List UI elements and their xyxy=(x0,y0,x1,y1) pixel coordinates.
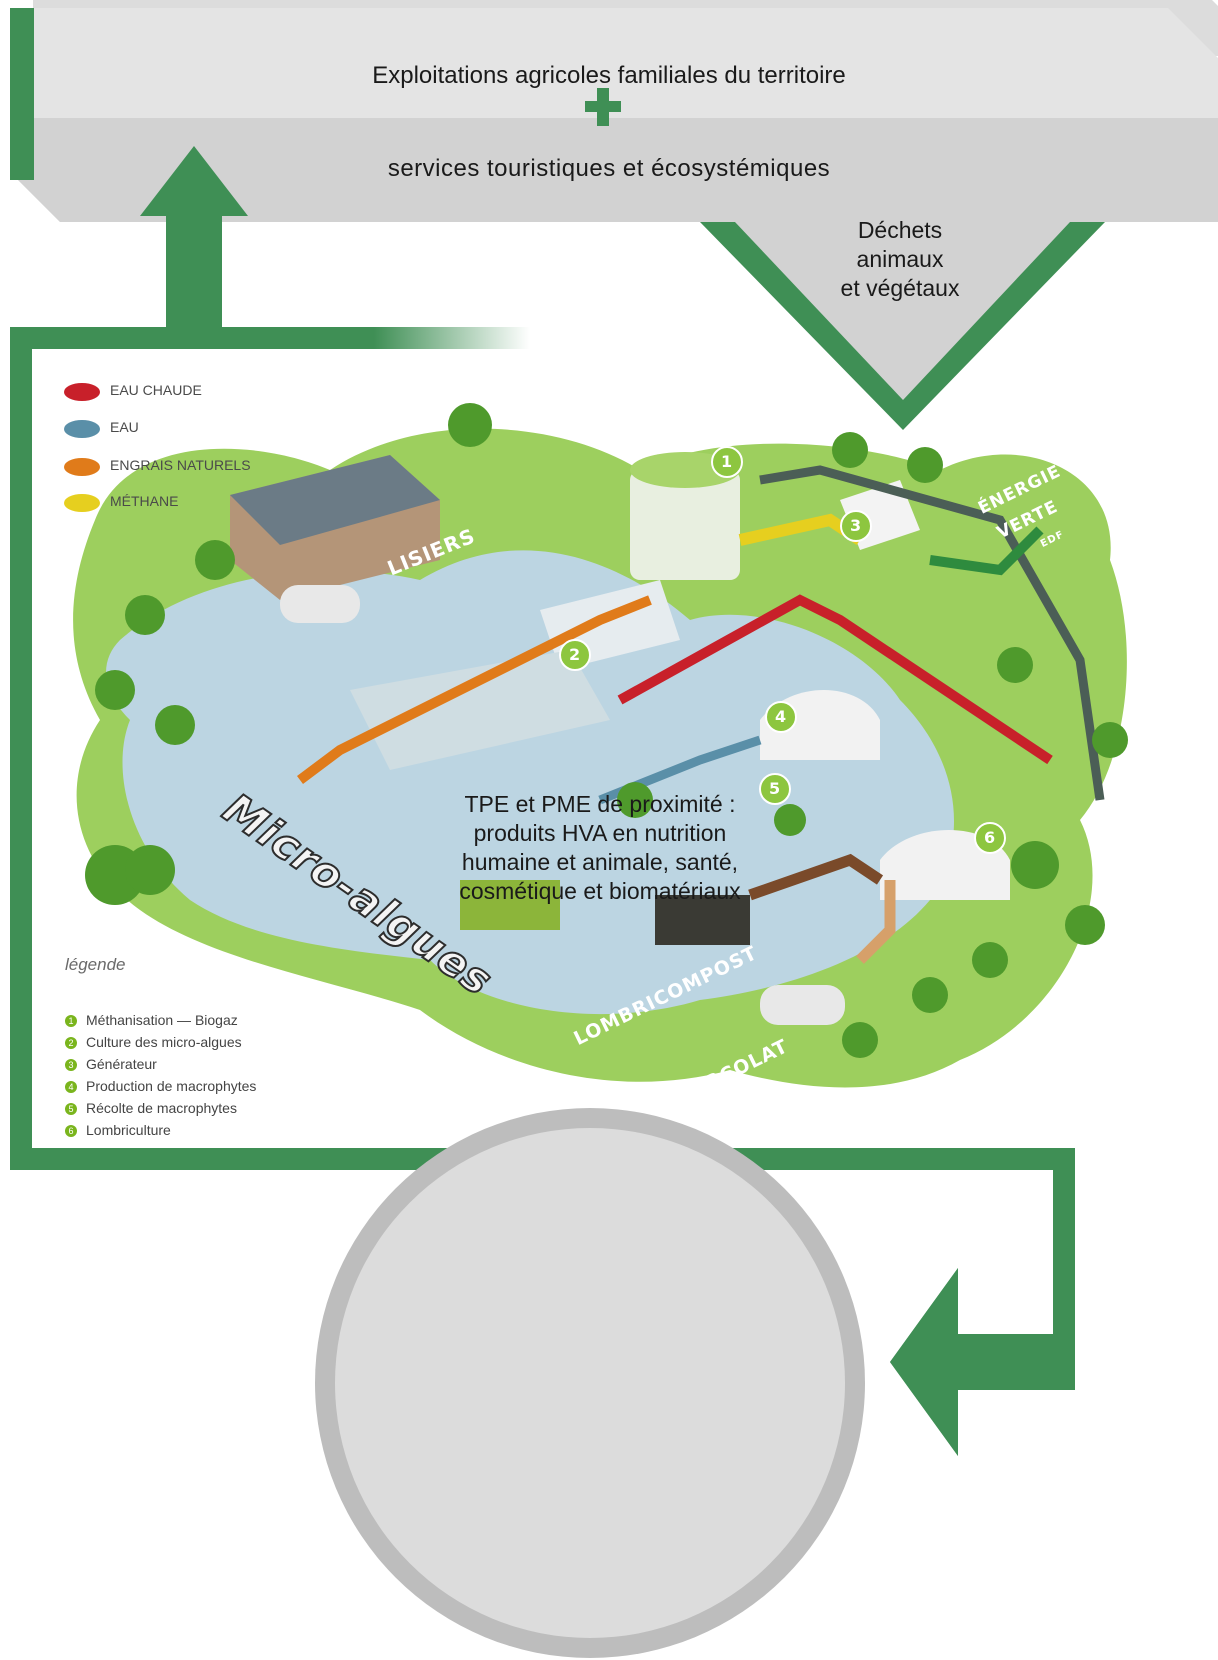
step-item: 6 Lombriculture xyxy=(65,1122,171,1138)
hot-water-swatch xyxy=(64,383,100,401)
fertilizer-swatch xyxy=(64,458,100,476)
hva-products-text: TPE et PME de proximité : produits HVA e… xyxy=(459,791,741,904)
step-item: 4 Production de macrophytes xyxy=(65,1078,256,1094)
top-banner xyxy=(10,0,1218,222)
legend-label: MÉTHANE xyxy=(110,493,179,509)
legend-label: EAU xyxy=(110,419,139,435)
frame-right-drop xyxy=(1053,1148,1075,1378)
dark-truck xyxy=(655,895,750,945)
marker-3: 3 xyxy=(850,516,863,535)
tanker-truck-lower xyxy=(760,985,845,1025)
step-number: 2 xyxy=(65,1037,77,1049)
digester-tank xyxy=(630,470,740,580)
tanker-truck-upper xyxy=(280,585,360,623)
step-label: Production de macrophytes xyxy=(86,1078,257,1094)
legend-label: EAU CHAUDE xyxy=(110,382,202,398)
step-item: 2 Culture des micro-algues xyxy=(65,1034,242,1050)
hot-water-pipe xyxy=(617,594,1053,765)
step-number: 6 xyxy=(65,1125,77,1137)
step-label: Culture des micro-algues xyxy=(86,1034,242,1050)
step-number: 1 xyxy=(65,1015,77,1027)
step-number: 4 xyxy=(65,1081,77,1093)
marker-2: 2 xyxy=(569,645,582,664)
step-label: Méthanisation — Biogaz xyxy=(86,1012,238,1028)
step-label: Lombriculture xyxy=(86,1122,171,1138)
greenhouse xyxy=(350,650,610,770)
percolate-arrow xyxy=(856,880,896,964)
banner-dark-band xyxy=(10,118,1218,222)
water-swatch xyxy=(64,420,100,438)
step-item: 5 Récolte de macrophytes xyxy=(65,1100,237,1116)
methane-swatch xyxy=(64,494,100,512)
legend-label: ENGRAIS NATURELS xyxy=(110,457,251,473)
step-item: 1 Méthanisation — Biogaz xyxy=(65,1012,238,1028)
facility-illustration xyxy=(73,403,1128,1088)
step-label: Récolte de macrophytes xyxy=(86,1100,237,1116)
banner-subtitle: services touristiques et écosystémiques xyxy=(387,155,831,182)
step-label: Générateur xyxy=(86,1056,157,1072)
frame-left xyxy=(10,327,32,1167)
marker-6: 6 xyxy=(984,828,997,847)
marker-4: 4 xyxy=(775,707,788,726)
frame-top-gradient xyxy=(10,327,530,349)
step-number: 3 xyxy=(65,1059,77,1071)
legend-title: légende xyxy=(65,955,126,974)
hva-circle xyxy=(335,1128,845,1638)
step-markers xyxy=(559,446,1006,854)
marker-5: 5 xyxy=(769,779,782,798)
compost-arrow xyxy=(748,853,884,901)
fertilizer-pipe xyxy=(297,595,652,784)
grid-pipe xyxy=(759,465,1105,801)
banner-left-green-edge xyxy=(10,8,34,180)
trees xyxy=(85,403,1128,1058)
banner-title: Exploitations agricoles familiales du te… xyxy=(372,62,846,89)
up-arrow-shaft xyxy=(166,205,222,330)
waste-label: Déchets animaux et végétaux xyxy=(840,217,960,301)
up-arrow-head xyxy=(140,146,248,216)
waste-arrow xyxy=(700,222,1105,430)
green-truck xyxy=(460,880,560,930)
energy-arrow xyxy=(929,526,1044,576)
step-item: 3 Générateur xyxy=(65,1056,157,1072)
marker-1: 1 xyxy=(721,452,734,471)
step-number: 5 xyxy=(65,1103,77,1115)
